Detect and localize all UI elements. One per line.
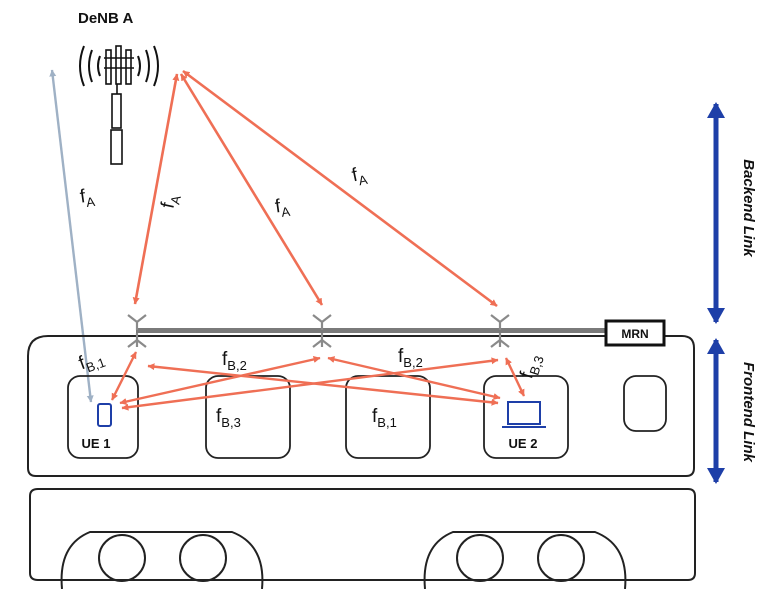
train-car-body [27, 335, 695, 477]
backend-link-label: Backend Link [740, 159, 757, 257]
label-fB1-window: fB,1 [372, 406, 397, 430]
svg-text:fA: fA [158, 192, 184, 211]
mrn-label: MRN [621, 327, 648, 341]
signal-waves-icon [79, 45, 159, 87]
antenna-top-3-icon [490, 314, 510, 330]
frontend-link-label: Frontend Link [740, 362, 757, 463]
label-fB3-window: fB,3 [216, 406, 241, 430]
window-ue1 [67, 375, 139, 459]
svg-text:fA: fA [79, 185, 96, 211]
phone-icon [97, 403, 112, 427]
label-fB3-right: fB,3 [516, 351, 546, 382]
denb-label: DeNB A [78, 10, 133, 27]
label-fA-antenna-3: fA [350, 163, 369, 189]
laptop-icon [502, 401, 546, 428]
bogie-right [423, 531, 627, 589]
frontend-link-a2-ue2 [327, 356, 501, 400]
svg-text:fB,1: fB,1 [372, 406, 397, 430]
svg-text:fA: fA [350, 163, 369, 189]
frontend-link-a3-ue2 [504, 357, 526, 397]
antenna-bottom-3-icon [490, 333, 510, 348]
backend-link-antenna-1 [132, 73, 180, 305]
backend-link-antenna-3 [182, 69, 498, 308]
svg-text:fB,2: fB,2 [222, 349, 247, 373]
svg-text:fB,2: fB,2 [398, 346, 423, 370]
label-fB1-left: fB,1 [76, 346, 108, 377]
backend-link-antenna-2 [179, 73, 324, 306]
bogie-left [60, 531, 264, 589]
svg-text:fA: fA [274, 195, 291, 221]
antenna-bottom-2-icon [312, 333, 332, 348]
svg-text:fB,3: fB,3 [216, 406, 241, 430]
denb-tower-icon [104, 45, 134, 165]
label-fB2-left: fB,2 [222, 349, 247, 373]
label-fA-antenna-2: fA [274, 195, 291, 221]
antenna-top-1-icon [127, 314, 147, 330]
train-chassis [29, 488, 696, 581]
ue2-label: UE 2 [509, 436, 538, 451]
svg-text:fB,1: fB,1 [76, 346, 108, 377]
label-fA-ue1: fA [79, 185, 96, 211]
roof-bar [136, 328, 610, 333]
label-fB2-right: fB,2 [398, 346, 423, 370]
label-fA-antenna-1: fA [158, 192, 184, 211]
mrn-box [604, 319, 666, 347]
window-ue2 [483, 375, 569, 459]
antenna-bottom-1-icon [127, 333, 147, 348]
backend-link-ue1 [49, 69, 94, 403]
window-small [623, 375, 667, 432]
antenna-top-2-icon [312, 314, 332, 330]
ue1-label: UE 1 [82, 436, 111, 451]
svg-text:fB,3: fB,3 [516, 351, 546, 382]
